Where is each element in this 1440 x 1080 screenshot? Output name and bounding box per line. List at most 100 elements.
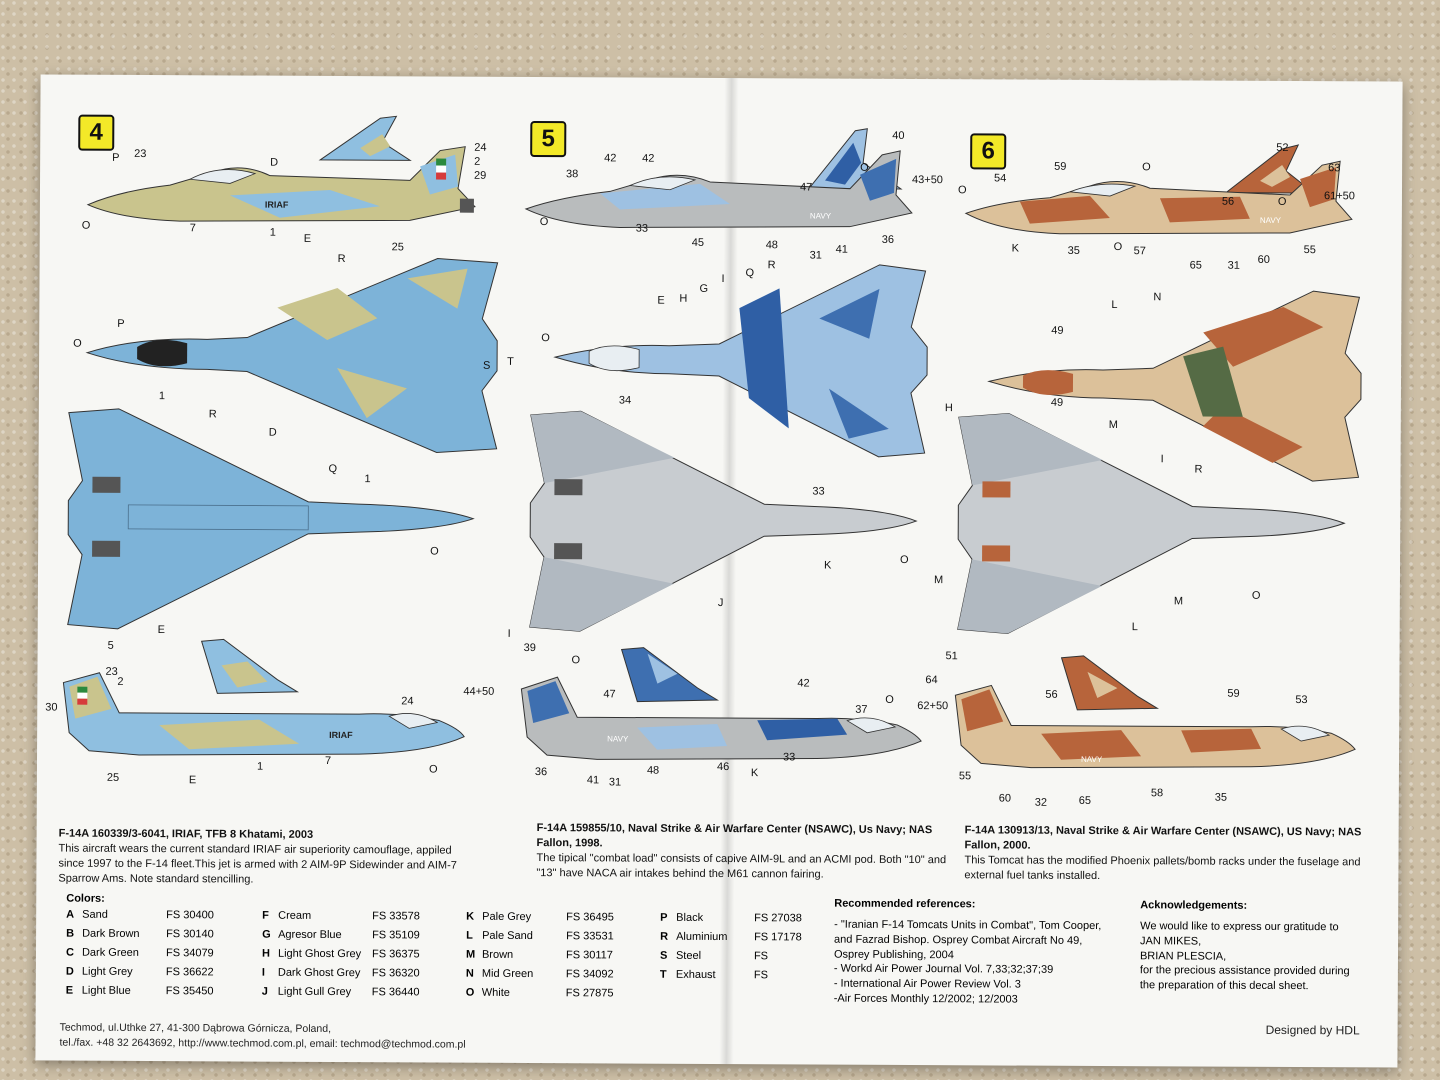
color-key: P bbox=[660, 911, 668, 924]
callout: H bbox=[679, 292, 688, 305]
color-row: R Aluminium FS 17178 bbox=[660, 931, 860, 951]
color-name: Light Grey bbox=[81, 965, 133, 978]
references-heading: Recommended references: bbox=[834, 897, 976, 911]
callout: 62+50 bbox=[917, 700, 949, 713]
callout: 54 bbox=[994, 172, 1007, 185]
callout: 2 bbox=[117, 675, 124, 688]
callout: 5 bbox=[107, 639, 114, 652]
color-key: R bbox=[660, 930, 669, 943]
p4-side-view-lower: IRIAF bbox=[62, 672, 465, 756]
callout: 31 bbox=[1227, 259, 1240, 272]
color-fs: FS 17178 bbox=[754, 931, 802, 944]
callout: R bbox=[1194, 463, 1203, 476]
color-key: C bbox=[65, 946, 74, 959]
color-key: K bbox=[466, 910, 475, 923]
ack-line: the preparation of this decal sheet. bbox=[1139, 979, 1309, 993]
callout: 33 bbox=[812, 485, 825, 498]
callout: E bbox=[657, 294, 665, 307]
callout: 41 bbox=[586, 774, 600, 787]
callout: 1 bbox=[158, 390, 166, 403]
color-fs: FS 36320 bbox=[371, 967, 420, 980]
color-fs: FS 34092 bbox=[565, 968, 614, 981]
color-fs: FS 33578 bbox=[372, 910, 420, 923]
caption-5-title: F-14A 159855/10, Naval Strike & Air Warf… bbox=[536, 822, 933, 850]
callout: N bbox=[1153, 291, 1162, 304]
p4-bottom-view bbox=[67, 408, 475, 630]
color-fs: FS 34079 bbox=[165, 947, 214, 960]
callout: 1 bbox=[364, 473, 371, 486]
callout: J bbox=[717, 596, 724, 610]
footer-address: Techmod, ul.Uthke 27, 41-300 Dąbrowa Gór… bbox=[59, 1021, 332, 1035]
callout: 46 bbox=[716, 760, 730, 774]
p6-top-view bbox=[987, 290, 1362, 482]
ack-line: BRIAN PLESCIA, bbox=[1139, 949, 1227, 963]
reference-line: and Fazrad Bishop. Osprey Combat Aircraf… bbox=[834, 933, 1083, 947]
color-fs: FS 33531 bbox=[566, 930, 614, 943]
p4-top-view bbox=[85, 258, 499, 454]
reference-line: - International Air Power Review Vol. 3 bbox=[833, 977, 1021, 991]
callout: R bbox=[208, 408, 217, 421]
callout: 7 bbox=[189, 222, 196, 235]
callout: 56 bbox=[1221, 195, 1235, 208]
callout: O bbox=[571, 654, 581, 667]
reference-line: -Air Forces Monthly 12/2002; 12/2003 bbox=[833, 992, 1018, 1006]
caption-scheme-6: F-14A 130913/13, Naval Strike & Air Warf… bbox=[964, 823, 1374, 885]
color-name: Black bbox=[676, 911, 704, 924]
callout: 49 bbox=[1050, 396, 1064, 409]
callout: P bbox=[112, 151, 120, 164]
color-name: Aluminium bbox=[676, 930, 728, 944]
callout: 53 bbox=[1295, 694, 1308, 707]
callout: E bbox=[303, 232, 312, 245]
color-name: Dark Ghost Grey bbox=[277, 966, 361, 980]
callout: 65 bbox=[1189, 259, 1202, 272]
color-name: Sand bbox=[82, 908, 108, 921]
color-key: E bbox=[65, 984, 74, 997]
callout: O bbox=[428, 763, 438, 776]
color-key: A bbox=[66, 908, 75, 921]
color-name: Light Gull Grey bbox=[277, 985, 352, 999]
p5-tail-fin-lower bbox=[620, 647, 720, 703]
color-fs: FS 36375 bbox=[371, 948, 420, 961]
caption-scheme-4: F-14A 160339/3-6041, IRIAF, TFB 8 Khatam… bbox=[58, 827, 478, 889]
ack-line: We would like to express our gratitude t… bbox=[1140, 920, 1339, 934]
callout: G bbox=[699, 282, 709, 295]
color-fs: FS 27038 bbox=[754, 912, 802, 925]
callout: O bbox=[885, 693, 894, 706]
callout: 51 bbox=[945, 650, 958, 663]
callout: 29 bbox=[474, 169, 487, 182]
color-fs: FS 30140 bbox=[166, 928, 214, 941]
callout: Q bbox=[328, 462, 338, 475]
callout: 59 bbox=[1054, 160, 1067, 173]
reference-line: Osprey Publishing, 2004 bbox=[833, 948, 954, 961]
callout: 47 bbox=[603, 688, 616, 701]
color-name: Pale Sand bbox=[482, 929, 533, 943]
p5-navy-marking-lower: NAVY bbox=[607, 734, 629, 743]
decal-instruction-sheet: 4 5 6 IRIAF IRI bbox=[35, 74, 1403, 1068]
callout: 48 bbox=[646, 764, 660, 777]
color-name: Dark Green bbox=[81, 946, 139, 959]
color-name: Brown bbox=[481, 948, 514, 961]
footer-contact: tel./fax. +48 32 2643692, http://www.tec… bbox=[59, 1036, 466, 1051]
callout: O bbox=[430, 545, 439, 558]
color-fs: FS 35450 bbox=[165, 985, 214, 998]
color-fs: FS 36440 bbox=[371, 986, 420, 999]
callout: 35 bbox=[1067, 244, 1080, 257]
p6-bottom-view bbox=[957, 413, 1346, 635]
callout: H bbox=[944, 402, 953, 415]
callout: O bbox=[81, 219, 91, 232]
callout: 24 bbox=[474, 141, 487, 154]
callout: I bbox=[1160, 453, 1164, 466]
callout: 42 bbox=[642, 152, 655, 165]
p5-navy-marking-upper: NAVY bbox=[810, 211, 832, 220]
color-key: D bbox=[65, 965, 74, 978]
callout: M bbox=[1173, 595, 1184, 608]
color-name: Mid Green bbox=[481, 967, 534, 981]
acknowledgements: Acknowledgements: We would like to expre… bbox=[1140, 898, 1380, 994]
